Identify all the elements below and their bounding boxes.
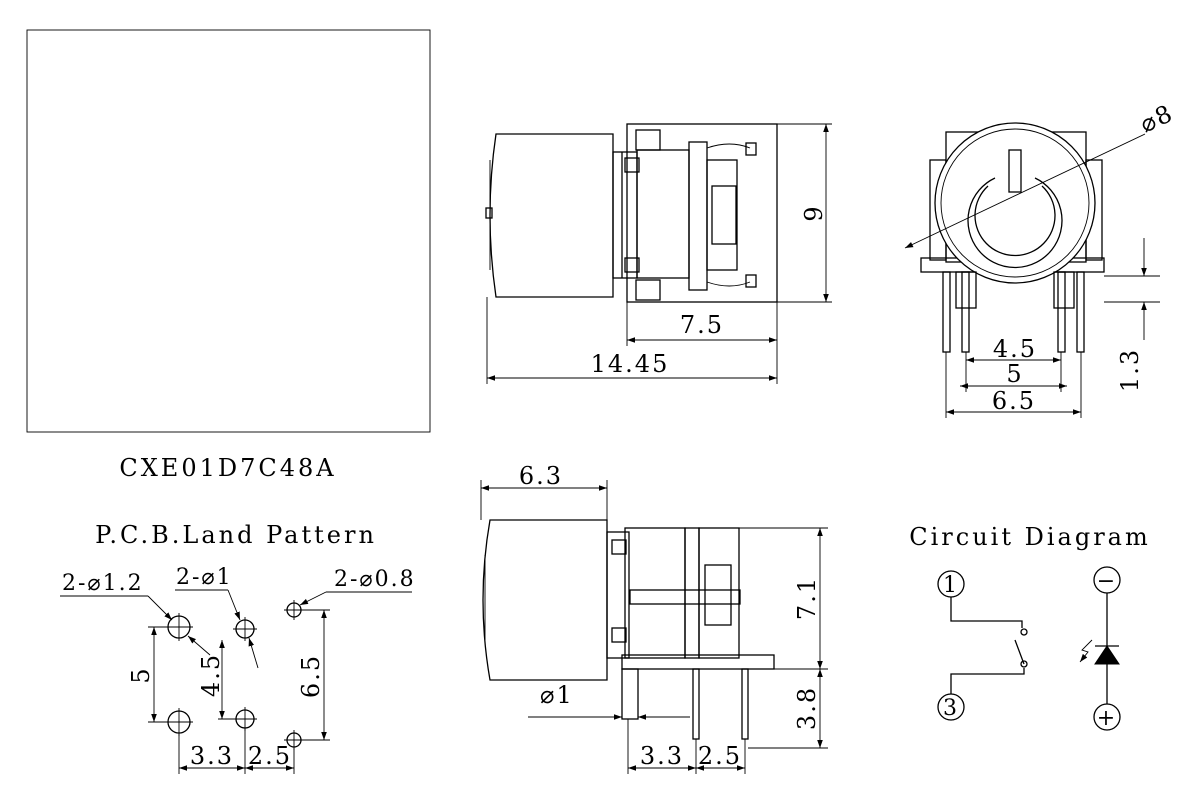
land-pattern-title: P.C.B.Land Pattern (95, 521, 377, 549)
dim-diameter-8: ⌀8 (1136, 99, 1178, 139)
dim-height-9: 9 (800, 204, 828, 221)
lp-dim-6-5: 6.5 (297, 654, 325, 698)
hole-label-0-8: 2-⌀0.8 (334, 567, 416, 592)
circuit-diagram: Circuit Diagram 1 3 − + (909, 523, 1151, 731)
end-view: ⌀8 4.5 5 6.5 1.3 (904, 99, 1178, 418)
dim-5: 5 (1006, 360, 1023, 388)
dim-6-3: 6.3 (519, 462, 563, 490)
led-minus-label: − (1097, 569, 1117, 594)
hole-label-1: 2-⌀1 (176, 565, 233, 590)
circuit-title: Circuit Diagram (909, 523, 1151, 551)
lp-dim-4-5: 4.5 (197, 653, 225, 697)
lp-dim-5: 5 (127, 666, 155, 683)
pin-1-label: 1 (943, 573, 959, 598)
hole-label-1-2: 2-⌀1.2 (62, 571, 144, 596)
dim-3-8: 3.8 (793, 686, 821, 730)
top-view: 9 7.5 14.45 (485, 123, 832, 384)
dim-14-45: 14.45 (591, 350, 670, 378)
dim-6-5: 6.5 (992, 387, 1036, 415)
dim-1-3: 1.3 (1116, 348, 1144, 392)
dim-4-5: 4.5 (993, 335, 1037, 363)
dim-7-1: 7.1 (793, 576, 821, 620)
lp-dim-3-3: 3.3 (190, 742, 234, 770)
lp-dim-2-5: 2.5 (248, 742, 292, 770)
pin-3-label: 3 (943, 696, 959, 721)
led-plus-label: + (1097, 706, 1117, 731)
dim-side-2-5: 2.5 (698, 742, 742, 770)
product-image-frame (26, 29, 431, 433)
side-view: 6.3 7.1 3.8 ⌀1 3.3 2.5 (480, 462, 828, 774)
dim-7-5: 7.5 (680, 311, 724, 339)
part-number: CXE01D7C48A (119, 454, 336, 482)
dim-side-3-3: 3.3 (640, 742, 684, 770)
land-pattern: P.C.B.Land Pattern 2-⌀1.2 2-⌀1 2-⌀0.8 5 (60, 521, 416, 774)
dim-pin-dia-1: ⌀1 (540, 681, 574, 709)
